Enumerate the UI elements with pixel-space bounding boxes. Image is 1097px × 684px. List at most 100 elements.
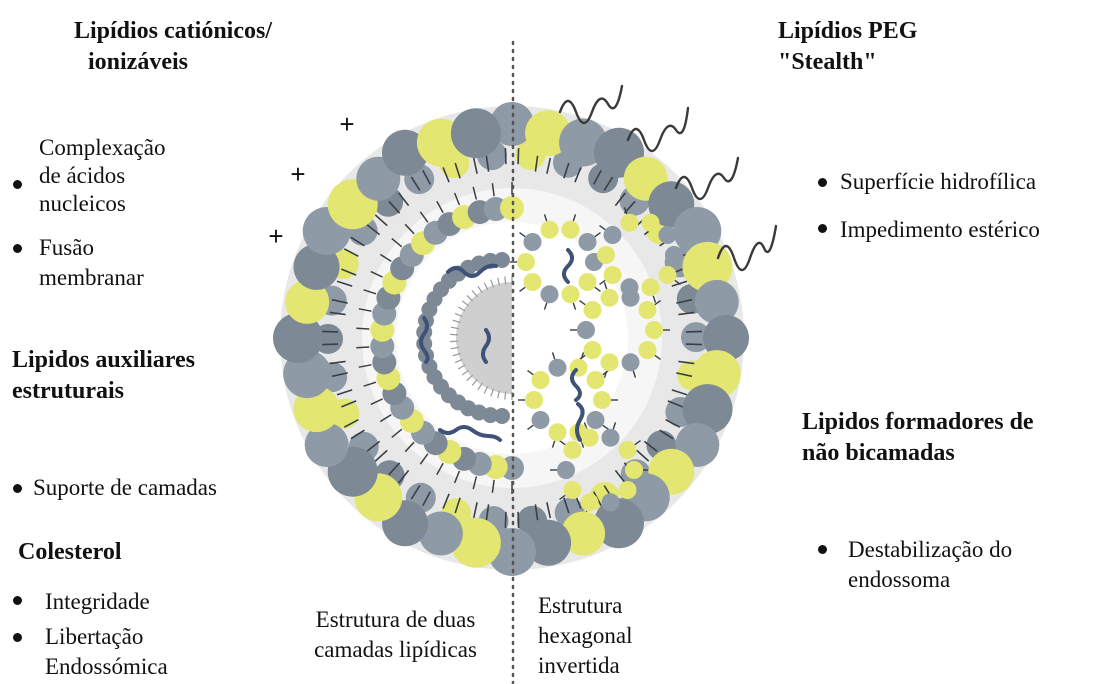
nonbilayer-heading: Lipidos formadores de não bicamadas <box>802 407 1034 469</box>
hex-lipid-head <box>525 391 543 409</box>
hex-lipid-head <box>577 321 595 339</box>
hex-lipid-head <box>602 429 620 447</box>
peg-heading-line1: Lipídios PEG <box>778 16 917 47</box>
cationic-heading-line1: Lipídios catiónicos/ <box>33 16 313 47</box>
lipid-tail <box>356 347 369 348</box>
hex-lipid-head <box>604 266 622 284</box>
lipid-tail <box>686 344 702 345</box>
hex-lipid-head <box>659 266 677 284</box>
hex-lipid-head <box>587 411 605 429</box>
cationic-item-1: Complexação de ácidos nucleicos <box>39 134 165 218</box>
hex-caption: Estrutura hexagonal invertida <box>538 592 633 680</box>
hex-lipid-head <box>579 273 597 291</box>
hex-lipid-head <box>625 461 643 479</box>
hex-lipid-head <box>524 273 542 291</box>
hex-lipid-head <box>584 301 602 319</box>
hex-lipid-head <box>659 226 677 244</box>
lipid-head <box>451 108 501 158</box>
hex-lipid-head <box>564 481 582 499</box>
cholesterol-item-1: Integridade <box>45 588 150 616</box>
lipid-tail <box>686 331 702 332</box>
cholesterol-item-2-line1: Libertação <box>45 623 168 651</box>
hex-lipid-head <box>549 359 567 377</box>
peg-item-1: Superfície hidrofílica <box>840 168 1036 196</box>
cationic-item-2: Fusão membranar <box>39 234 144 292</box>
cholesterol-heading: Colesterol <box>18 537 122 568</box>
hex-lipid-head <box>524 233 542 251</box>
lipid-tail <box>518 512 519 528</box>
hex-lipid-head <box>665 246 683 264</box>
hex-lipid-head <box>562 285 580 303</box>
bullet-icon <box>13 596 22 605</box>
cationic-item-1-line2: de ácidos <box>39 162 165 190</box>
helper-item-1: Suporte de camadas <box>33 474 217 502</box>
hex-lipid-head <box>619 441 637 459</box>
lipid-tail <box>450 341 458 342</box>
lipid-tail <box>505 148 506 164</box>
nonbilayer-heading-line2: não bicamadas <box>802 438 1034 469</box>
charge-plus-2: + <box>290 159 305 189</box>
hex-lipid-head <box>601 353 619 371</box>
bullet-icon <box>818 545 827 554</box>
cholesterol-item-2-line2: Endossómica <box>45 653 168 681</box>
lipid-tail <box>518 148 519 164</box>
lipid-tail <box>505 512 506 528</box>
hex-lipid-head <box>532 371 550 389</box>
hex-lipid-head <box>621 214 639 232</box>
hex-lipid-head <box>642 278 660 296</box>
hex-lipid-head <box>622 353 640 371</box>
helper-heading-line2: estruturais <box>12 376 195 407</box>
helper-heading-line1: Lipidos auxiliares <box>12 345 195 376</box>
hex-lipid-head <box>604 226 622 244</box>
cholesterol-item-2: Libertação Endossómica <box>45 623 168 681</box>
bilayer-caption: Estrutura de duas camadas lipídicas <box>288 606 503 664</box>
nonbilayer-item-1: Destabilização do endossoma <box>848 536 1012 594</box>
hex-lipid-head <box>517 253 535 271</box>
hex-lipid-head <box>562 221 580 239</box>
hex-caption-line2: hexagonal <box>538 622 633 650</box>
bullet-icon <box>13 484 22 493</box>
bullet-icon <box>13 633 22 642</box>
hex-lipid-head <box>597 246 615 264</box>
lipid-tail <box>322 331 338 332</box>
hex-lipid-head <box>621 278 639 296</box>
bilayer-caption-line1: Estrutura de duas <box>288 606 503 634</box>
hex-lipid-head <box>602 493 620 511</box>
bullet-icon <box>818 224 827 233</box>
lipid-tail <box>356 328 369 329</box>
lipid-tail <box>450 334 458 335</box>
bullet-icon <box>13 244 22 253</box>
hex-lipid-head <box>639 301 657 319</box>
bilayer-caption-line2: camadas lipídicas <box>288 636 503 664</box>
cationic-item-1-line3: nucleicos <box>39 190 165 218</box>
lipid-tail <box>322 344 338 345</box>
cationic-item-2-line1: Fusão <box>39 234 144 262</box>
hex-lipid-head <box>541 285 559 303</box>
cationic-heading-line2: ionizáveis <box>0 47 313 78</box>
peg-heading: Lipídios PEG "Stealth" <box>778 16 917 78</box>
hex-lipid-head <box>579 233 597 251</box>
charge-plus-3: + <box>268 221 283 251</box>
peg-heading-line2: "Stealth" <box>778 47 917 78</box>
hex-lipid-head <box>601 289 619 307</box>
hex-lipid-head <box>584 341 602 359</box>
charge-plus-1: + <box>339 109 354 139</box>
nonbilayer-item-1-line2: endossoma <box>848 566 1012 594</box>
hex-lipid-head <box>587 371 605 389</box>
hex-lipid-head <box>593 391 611 409</box>
hex-lipid-head <box>549 423 567 441</box>
lipid-head <box>500 196 524 220</box>
bullet-icon <box>13 180 22 189</box>
hex-lipid-head <box>581 493 599 511</box>
hex-lipid-head <box>557 461 575 479</box>
hex-caption-line3: invertida <box>538 652 633 680</box>
hex-lipid-head <box>581 429 599 447</box>
hex-lipid-head <box>532 411 550 429</box>
nonbilayer-item-1-line1: Destabilização do <box>848 536 1012 564</box>
hex-lipid-head <box>642 214 660 232</box>
hex-lipid-head <box>541 221 559 239</box>
peg-item-2: Impedimento estérico <box>840 216 1040 244</box>
cationic-heading: Lipídios catiónicos/ ionizáveis <box>33 16 313 78</box>
hex-lipid-head <box>639 341 657 359</box>
helper-heading: Lipidos auxiliares estruturais <box>12 345 195 407</box>
